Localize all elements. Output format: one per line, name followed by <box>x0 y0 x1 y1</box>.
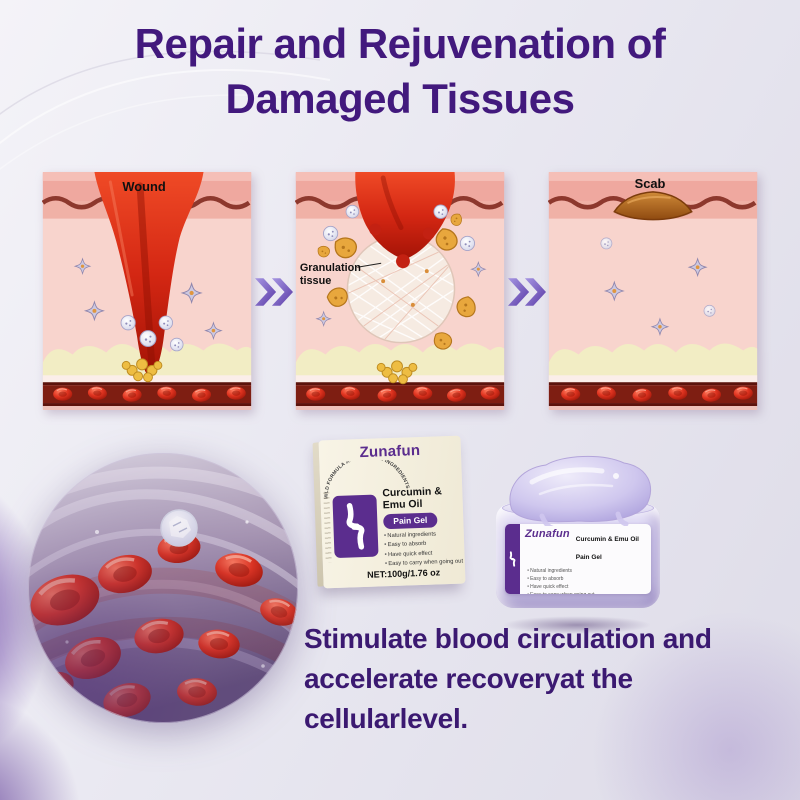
jar-label: Zunafun Curcumin & Emu Oil Pain Gel Natu… <box>505 524 651 594</box>
title-line-1: Repair and Rejuvenation of <box>134 20 666 67</box>
jar-brand: Zunafun <box>525 528 570 540</box>
product-jar: Zunafun Curcumin & Emu Oil Pain Gel Natu… <box>494 452 666 634</box>
benefit-line-3: cellularlevel. <box>304 703 468 734</box>
feature-item: Have quick effect <box>527 583 646 591</box>
jar-knee-icon <box>505 524 520 594</box>
background-swirl-decor <box>0 50 340 171</box>
page-title: Repair and Rejuvenation of Damaged Tissu… <box>0 16 800 126</box>
skin-cross-section-granulation: Granulation tissue <box>295 172 505 410</box>
jar-feature-list: Natural ingredients Easy to absorb Have … <box>525 567 646 594</box>
pain-gel-badge: Pain Gel <box>383 512 438 529</box>
stage-panel-wound: Wound <box>42 172 252 410</box>
benefit-text: Stimulate blood circulation and accelera… <box>304 619 790 739</box>
scab-shape <box>613 191 693 221</box>
product-box-fine-print <box>323 492 332 563</box>
gel-blob <box>509 456 651 526</box>
scab-label: Scab <box>635 176 666 191</box>
blood-cells-photo <box>28 453 298 723</box>
product-feature-list: Natural ingredients Easy to absorb Have … <box>384 529 463 570</box>
feature-item: Easy to absorb <box>527 575 646 583</box>
granulation-label-line-2: tissue <box>300 275 331 287</box>
stage-panel-granulation: Granulation tissue <box>295 172 505 410</box>
benefit-line-2: accelerate recoveryat the <box>304 663 633 694</box>
jar-product-name: Curcumin & Emu Oil <box>575 536 639 543</box>
skin-cross-section-scab: Scab <box>548 172 758 410</box>
stage-panel-scab: Scab <box>548 172 758 410</box>
granulation-label-line-1: Granulation <box>300 262 361 274</box>
feature-item: Natural ingredients <box>527 567 646 575</box>
wound-label: Wound <box>122 179 166 194</box>
benefit-line-1: Stimulate blood circulation and <box>304 623 712 654</box>
next-stage-arrow-icon <box>255 278 293 306</box>
skin-cross-section-wound: Wound <box>42 172 252 410</box>
title-line-2: Damaged Tissues <box>225 75 575 122</box>
knee-joint-icon <box>332 494 379 559</box>
net-weight: NET:100g/1.76 oz <box>367 567 441 580</box>
jar-pain-gel-label: Pain Gel <box>575 554 602 561</box>
next-stage-arrow-icon <box>508 278 546 306</box>
wound-shape <box>94 172 204 377</box>
product-box: Zunafun MILD FORMULA AND NATURAL INGREDI… <box>312 435 466 589</box>
product-name: Curcumin & Emu Oil <box>382 485 443 512</box>
product-box-arc-text: MILD FORMULA AND NATURAL INGREDIENTS <box>322 459 411 499</box>
feature-item: Easy to carry when going out <box>527 591 646 594</box>
jar-shadow <box>502 616 652 634</box>
